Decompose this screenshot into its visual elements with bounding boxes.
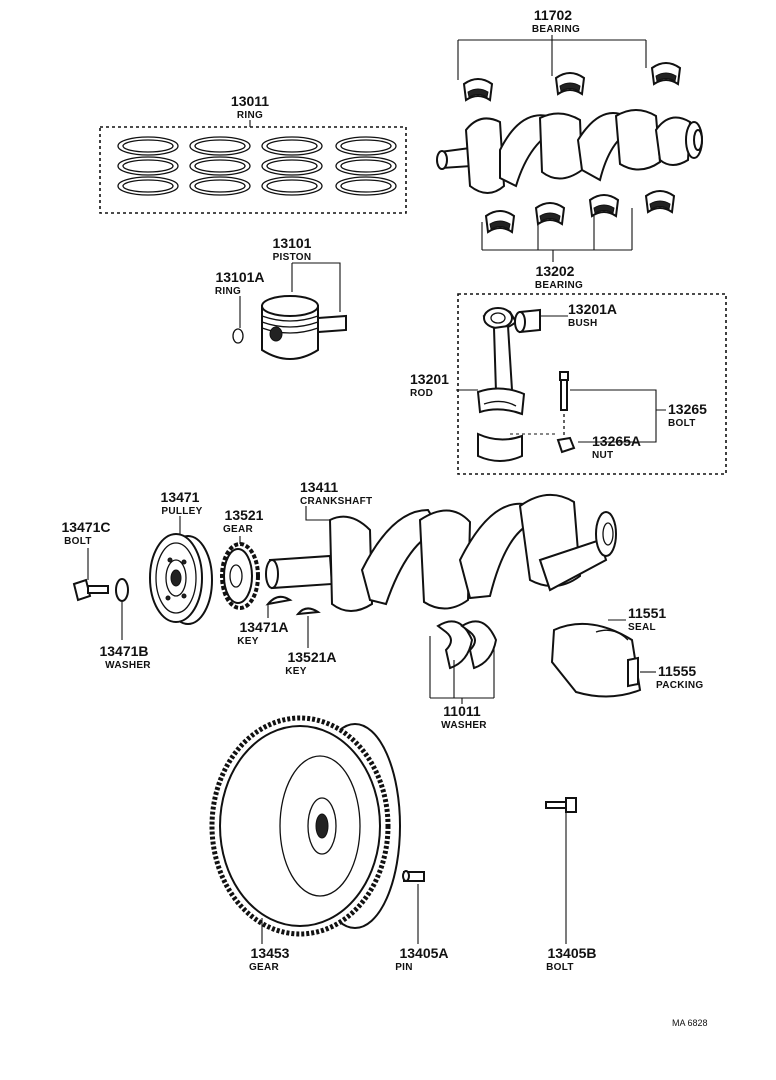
part-name-13405A: PIN [395, 962, 413, 973]
label-11555: 11555 PACKING [656, 663, 703, 691]
part-number-13405B: 13405B [547, 945, 596, 961]
flywheel-bolt [545, 797, 577, 813]
part-number-13521A: 13521A [287, 649, 336, 665]
piston [261, 295, 347, 360]
label-13201: 13201 ROD [410, 371, 449, 399]
label-13471A: 13471A KEY [237, 619, 288, 647]
part-name-13201: ROD [410, 388, 433, 399]
crankshaft [265, 494, 617, 612]
part-name-13265A: NUT [592, 450, 613, 461]
part-name-11011: WASHER [441, 720, 487, 731]
leader-11011 [429, 636, 495, 704]
label-13265: 13265 BOLT [668, 401, 707, 429]
label-13202: 13202 BEARING [535, 263, 583, 291]
label-11702: 11702 BEARING [532, 7, 580, 35]
rod-nut [556, 436, 576, 454]
pulley-key [265, 595, 293, 606]
part-number-13453: 13453 [251, 945, 290, 961]
label-11011: 11011 WASHER [441, 703, 487, 731]
piston-pin-snap-ring [232, 328, 244, 344]
dowel-pin [402, 870, 425, 882]
leader-13265 [570, 389, 666, 443]
rod-cap [477, 432, 523, 462]
part-name-13471A: KEY [237, 636, 258, 647]
part-name-11702: BEARING [532, 24, 580, 35]
part-number-13471C: 13471C [61, 519, 110, 535]
rear-oil-seal-retainer [550, 622, 642, 698]
connecting-rod-box [457, 293, 727, 475]
label-13471: 13471 PULLEY [161, 489, 203, 517]
part-name-13521A: KEY [285, 666, 306, 677]
part-name-13101A: RING [215, 286, 241, 297]
main-bearing-lower-shells [484, 190, 676, 234]
part-name-11551: SEAL [628, 622, 656, 633]
part-name-13471: PULLEY [161, 506, 202, 517]
part-name-13101: PISTON [273, 252, 312, 263]
part-number-13101: 13101 [273, 235, 312, 251]
part-number-13265A: 13265A [592, 433, 641, 449]
label-13201A: 13201A BUSH [568, 301, 617, 329]
part-name-13521: GEAR [223, 524, 254, 535]
part-number-13471A: 13471A [239, 619, 288, 635]
rod-bush [514, 308, 541, 334]
part-number-13405A: 13405A [399, 945, 448, 961]
part-number-13265: 13265 [668, 401, 707, 417]
part-name-13201A: BUSH [568, 318, 598, 329]
gear-key [295, 607, 321, 616]
label-11551: 11551 SEAL [628, 605, 666, 633]
label-13471C: 13471C BOLT [61, 519, 110, 547]
part-name-13202: BEARING [535, 280, 583, 291]
part-number-13521: 13521 [225, 507, 264, 523]
label-13471B: 13471B WASHER [99, 643, 151, 671]
label-13405B: 13405B BOLT [546, 945, 596, 973]
label-13521: 13521 GEAR [223, 507, 264, 535]
part-name-13011: RING [237, 110, 263, 121]
label-13101: 13101 PISTON [273, 235, 312, 263]
thrust-washers [436, 620, 498, 670]
pulley-bolt [72, 578, 109, 602]
flywheel [209, 715, 401, 937]
part-name-13405B: BOLT [546, 962, 574, 973]
pulley-washer [115, 578, 129, 602]
leader-13411 [305, 506, 330, 521]
part-number-13202: 13202 [536, 263, 575, 279]
label-13405A: 13405A PIN [395, 945, 448, 973]
label-13521A: 13521A KEY [285, 649, 336, 677]
part-name-13471C: BOLT [64, 536, 92, 547]
part-number-11551: 11551 [628, 605, 666, 621]
part-name-11555: PACKING [656, 680, 703, 691]
label-13411: 13411 CRANKSHAFT [300, 479, 372, 507]
label-13101A: 13101A RING [215, 269, 265, 297]
part-number-11555: 11555 [658, 663, 696, 679]
label-13265A: 13265A NUT [592, 433, 641, 461]
piston-ring-sets [117, 136, 397, 196]
part-name-13453: GEAR [249, 962, 280, 973]
crankshaft-timing-gear [220, 542, 260, 610]
crankshaft-top-view [436, 109, 703, 194]
part-number-13201A: 13201A [568, 301, 617, 317]
part-number-13101A: 13101A [215, 269, 264, 285]
drawing-code: MA 6828 [672, 1018, 708, 1028]
leader-11702 [457, 35, 647, 80]
part-number-11011: 11011 [443, 703, 481, 719]
part-number-13471: 13471 [161, 489, 200, 505]
part-name-13411: CRANKSHAFT [300, 496, 372, 507]
rod-bolt [559, 371, 569, 411]
part-name-13471B: WASHER [105, 660, 151, 671]
label-13453: 13453 GEAR [249, 945, 290, 973]
part-name-13265: BOLT [668, 418, 696, 429]
main-bearing-upper-shells [462, 62, 682, 102]
leader-13101 [291, 262, 341, 312]
label-13011: 13011 RING [231, 93, 269, 121]
part-number-13201: 13201 [410, 371, 449, 387]
crank-pulley [149, 533, 213, 625]
part-number-13471B: 13471B [99, 643, 148, 659]
ring-set-box [99, 126, 407, 214]
leader-13202 [481, 208, 633, 262]
part-number-11702: 11702 [534, 7, 572, 23]
part-number-13411: 13411 [300, 479, 338, 495]
part-number-13011: 13011 [231, 93, 269, 109]
